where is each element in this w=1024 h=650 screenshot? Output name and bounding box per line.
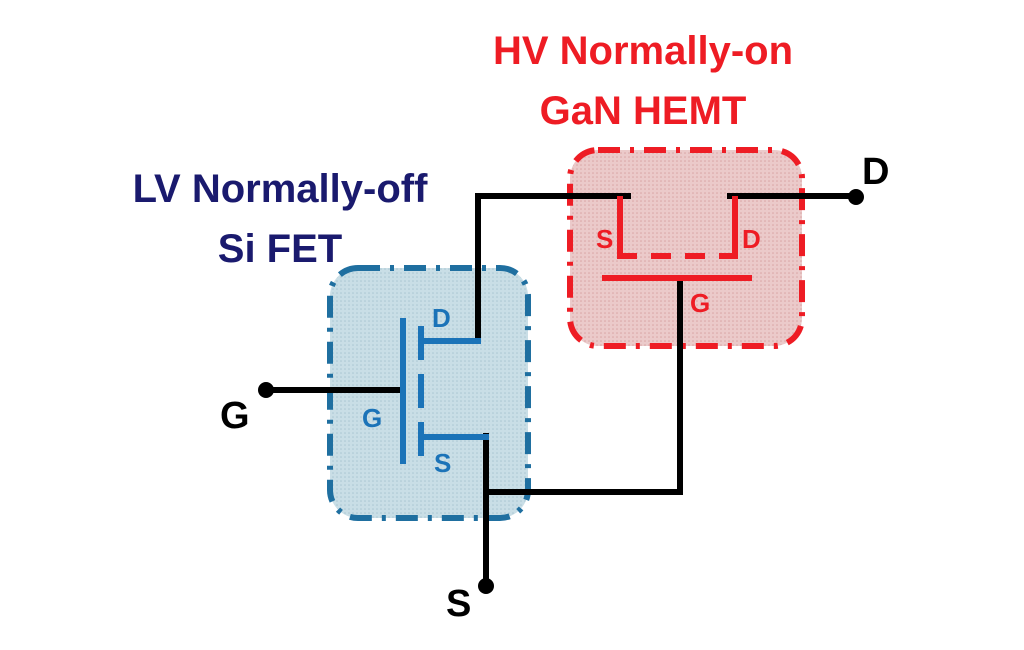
drain-terminal-dot[interactable]	[848, 189, 864, 205]
lv-title-line2: Si FET	[218, 227, 342, 271]
drain-terminal-label: D	[862, 151, 889, 193]
wiring	[263, 193, 858, 588]
si-source-pin-label: S	[434, 448, 451, 478]
wire-gan-gate-to-source	[483, 281, 683, 495]
lv-title-line1: LV Normally-off	[133, 167, 429, 211]
source-terminal-dot[interactable]	[478, 578, 494, 594]
si-gate-pin-label: G	[362, 403, 382, 433]
gan-source-pin-label: S	[596, 224, 613, 254]
source-terminal-label: S	[446, 583, 471, 625]
hv-title-line2: GaN HEMT	[540, 89, 747, 133]
gate-terminal-label: G	[220, 395, 250, 437]
gan-drain-pin-label: D	[742, 224, 761, 254]
si-drain-pin-label: D	[432, 303, 451, 333]
gate-terminal-dot[interactable]	[258, 382, 274, 398]
hv-title-line1: HV Normally-on	[493, 29, 793, 73]
si-fet-symbol	[400, 318, 489, 464]
gan-hemt-symbol	[602, 196, 752, 281]
wire-si-drain-to-gan-source	[475, 193, 631, 343]
gan-gate-pin-label: G	[690, 288, 710, 318]
